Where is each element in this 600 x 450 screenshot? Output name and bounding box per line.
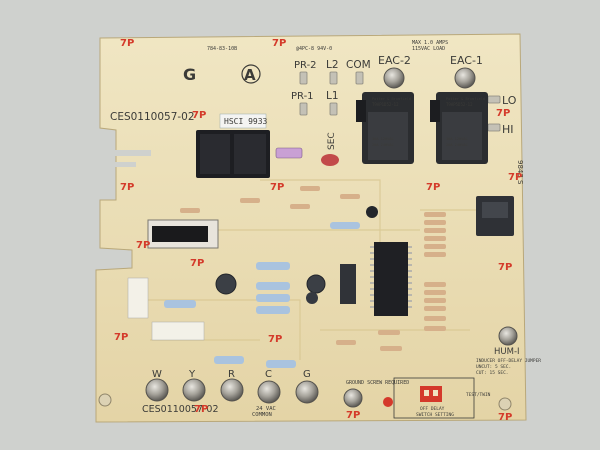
- ground-logo-icon: G: [183, 65, 196, 84]
- board-code2-text: @4PC-8 94V-0: [296, 46, 332, 52]
- sec-label: SEC: [327, 132, 337, 150]
- svg-text:30A 120VAC: 30A 120VAC: [446, 137, 468, 141]
- power-relay: [196, 130, 270, 178]
- svg-text:Potter & Brumfield: Potter & Brumfield: [372, 97, 411, 101]
- svg-text:T9AP5D52-12: T9AP5D52-12: [446, 102, 473, 107]
- terminal-label-y: Y: [188, 369, 196, 380]
- bridge-component: [147, 219, 219, 249]
- svg-text:7P: 7P: [192, 110, 206, 121]
- svg-text:7P: 7P: [136, 240, 150, 251]
- part-number-bottom: CES0110057-02: [142, 404, 219, 415]
- terminal-label-pr2: PR-2: [294, 60, 317, 71]
- vac-common-label: COMMON: [252, 412, 272, 418]
- microcontroller-chip: [370, 242, 412, 316]
- dip-switch[interactable]: [420, 386, 442, 402]
- svg-text:7P: 7P: [268, 334, 282, 345]
- small-relay: [476, 196, 514, 236]
- svg-text:7P: 7P: [346, 410, 360, 421]
- terminal-label-c: C: [265, 369, 272, 380]
- inducer-cut: CUT: 15 SEC.: [476, 370, 509, 376]
- part-number-top: CES0110057-02: [110, 111, 195, 123]
- eac2-screw-terminal: [383, 67, 405, 89]
- svg-text:7P: 7P: [270, 182, 284, 193]
- hum-label: HUM-I: [494, 347, 520, 357]
- svg-text:7P: 7P: [120, 182, 134, 193]
- inducer-label: INDUCER OFF-DELAY JUMPER: [476, 358, 541, 364]
- sticker-label: [127, 277, 149, 319]
- svg-text:20A 240VAC: 20A 240VAC: [372, 143, 394, 147]
- svg-text:Potter & Brumfield: Potter & Brumfield: [446, 97, 485, 101]
- relay-left: Potter & Brumfield T9AP1D52-12 30A 120VA…: [356, 92, 414, 164]
- terminal-label-r: R: [228, 369, 235, 380]
- spade-terminals: [299, 71, 501, 132]
- resistors: [164, 186, 446, 368]
- svg-text:20A 240VAC: 20A 240VAC: [446, 143, 468, 147]
- svg-text:30A 120VAC: 30A 120VAC: [372, 137, 394, 141]
- svg-text:7P: 7P: [426, 182, 440, 193]
- ul-logo-icon: A: [244, 66, 256, 84]
- test-label: TEST/TWIN: [466, 392, 491, 398]
- vac-label: 24 VAC: [256, 406, 276, 412]
- svg-text:7P: 7P: [496, 108, 510, 119]
- thermostat-terminals: [145, 378, 363, 408]
- svg-text:7P: 7P: [508, 172, 522, 183]
- red-markers: 7P 7P 7P 7P 7P 7P 7P 7P 7P 7P 7P 7P 7P 7…: [114, 38, 522, 423]
- svg-text:7P: 7P: [114, 332, 128, 343]
- capacitors: [215, 206, 518, 346]
- ground-label: GROUND SCREW REQUIRED: [346, 380, 409, 386]
- svg-text:7P: 7P: [194, 404, 208, 415]
- svg-text:T9AP1D52-12: T9AP1D52-12: [372, 102, 399, 107]
- terminal-label-pr1: PR-1: [291, 91, 314, 102]
- ic-small: [340, 264, 356, 304]
- hsci-label: HSCI 9933: [224, 117, 268, 126]
- terminal-label-com: COM: [346, 59, 371, 71]
- terminal-label-l1: L1: [326, 90, 339, 102]
- dip-switch-outline: [393, 377, 475, 419]
- delay-label2: SWITCH SETTING: [416, 412, 454, 418]
- terminal-label-hi: HI: [502, 123, 514, 136]
- side-code-label: 9843 S: [516, 160, 524, 185]
- svg-text:7P: 7P: [272, 38, 286, 49]
- svg-text:7P: 7P: [498, 412, 512, 423]
- sticker-label-2: [151, 321, 205, 341]
- svg-text:7P: 7P: [498, 262, 512, 273]
- terminal-label-lo: LO: [502, 94, 517, 107]
- terminal-label-l2: L2: [326, 59, 339, 71]
- relay-rating-text: MAX 1.0 AMPS: [412, 40, 448, 46]
- relay-rating2-text: 115VAC LOAD: [412, 46, 445, 52]
- board-code-text: 784-83-10B: [207, 46, 237, 52]
- inducer-uncut: UNCUT: 5 SEC.: [476, 364, 511, 370]
- svg-text:7P: 7P: [190, 258, 204, 269]
- relay-right: Potter & Brumfield T9AP5D52-12 30A 120VA…: [430, 92, 488, 164]
- terminal-label-eac2: EAC-2: [378, 54, 411, 67]
- svg-text:7P: 7P: [120, 38, 134, 49]
- terminal-label-w: W: [152, 369, 162, 380]
- status-led: [383, 397, 393, 407]
- terminal-label-eac1: EAC-1: [450, 54, 483, 67]
- terminal-label-g: G: [303, 369, 311, 380]
- eac1-screw-terminal: [454, 67, 476, 89]
- delay-label: OFF DELAY: [420, 406, 445, 412]
